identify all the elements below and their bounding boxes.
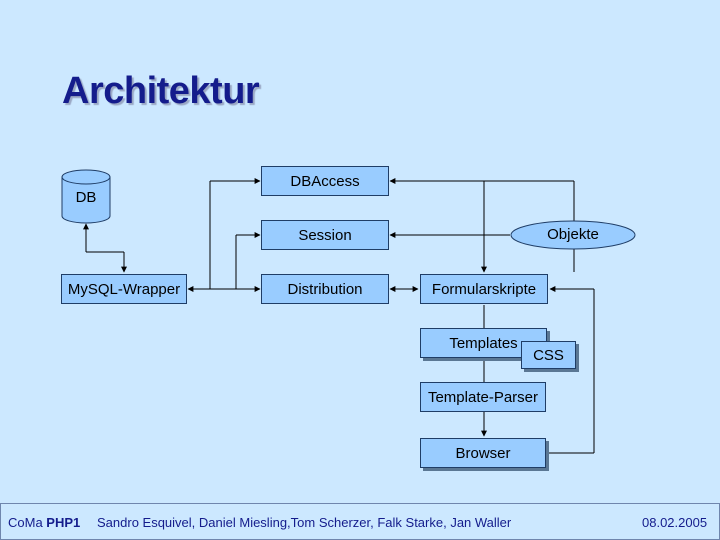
browser-box: Browser <box>420 438 546 468</box>
session-box: Session <box>261 220 389 250</box>
objekte-label: Objekte <box>547 226 599 243</box>
distribution-box: Distribution <box>261 274 389 304</box>
footer-course-code: PHP1 <box>46 515 81 530</box>
objekte-ellipse <box>510 220 636 250</box>
footer-bar: CoMa PHP1 Sandro Esquivel, Daniel Miesli… <box>0 503 720 540</box>
formularskripte-box: Formularskripte <box>420 274 548 304</box>
footer-course: CoMa PHP1 <box>8 515 80 530</box>
db-cylinder <box>61 169 111 224</box>
template-parser-box: Template-Parser <box>420 382 546 412</box>
footer-date: 08.02.2005 <box>642 515 708 530</box>
dbaccess-box: DBAccess <box>261 166 389 196</box>
mysql-wrapper-box: MySQL-Wrapper <box>61 274 187 304</box>
footer-prefix: CoMa <box>8 515 47 530</box>
connector-lines <box>61 169 636 454</box>
footer-authors: Sandro Esquivel, Daniel Miesling,Tom Sch… <box>97 515 512 530</box>
css-box: CSS <box>521 341 576 369</box>
db-label: DB <box>75 189 97 206</box>
slide-title: Architektur <box>62 70 260 112</box>
